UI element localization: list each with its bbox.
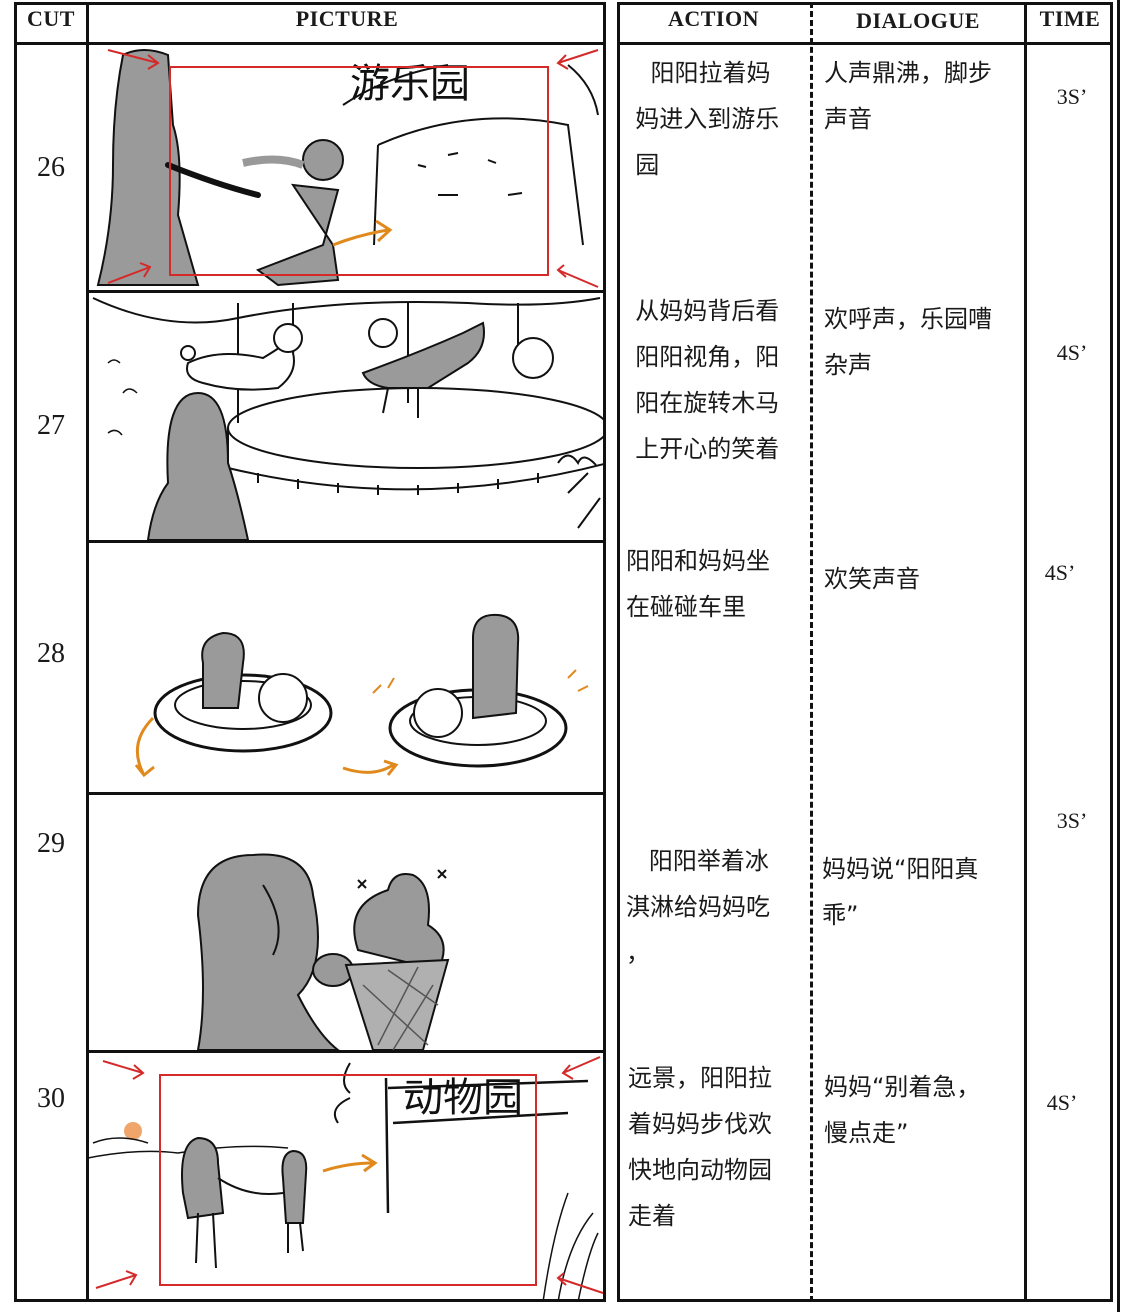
row-divider-26 (86, 290, 606, 293)
camera-frame (159, 1074, 537, 1286)
action-dialogue-divider (810, 2, 813, 1302)
girl-head (368, 318, 398, 348)
action-text: 阳阳举着冰 淇淋给妈妈吃 ， (626, 847, 770, 967)
girl-in-car (472, 613, 520, 720)
panel-27-sketch (88, 293, 606, 540)
horse-left (186, 329, 300, 391)
girl-figure (281, 1149, 308, 1224)
motion-arrow (342, 759, 399, 776)
sun (124, 1122, 142, 1140)
mother-face (196, 853, 340, 1050)
shot-duration: 4S’ (1044, 560, 1076, 585)
row-divider-27 (86, 540, 606, 543)
header-divider-left (14, 42, 606, 45)
cut-number: 29 (37, 828, 65, 859)
motion-arrow (332, 219, 393, 247)
row-divider-28 (86, 792, 606, 795)
action-text: 阳阳和妈妈坐 在碰碰车里 (626, 547, 770, 621)
girl-head (302, 139, 344, 181)
dialogue-text: 欢呼声，乐园嘈 杂声 (824, 305, 992, 379)
header-cut: CUT (27, 6, 75, 31)
action-table-frame (617, 2, 1113, 1302)
panel-26-sketch: 游乐园 (88, 45, 606, 290)
header-action: ACTION (667, 6, 759, 31)
header-dialogue: DIALOGUE (856, 8, 980, 33)
header-divider-right (617, 42, 1113, 45)
dialogue-text: 妈妈说“阳阳真 乖” (822, 855, 979, 929)
camera-frame (169, 66, 549, 276)
park-sign-text: 游乐园 (350, 61, 470, 107)
ice-cream-cone (344, 958, 450, 1050)
shot-duration: 3S’ (1056, 808, 1088, 833)
panel-28-sketch (88, 543, 606, 792)
action-text: 从妈妈背后看 阳阳视角，阳 阳在旋转木马 上开心的笑着 (635, 297, 780, 463)
dialogue-time-divider (1024, 2, 1027, 1302)
action-text: 远景，阳阳拉 着妈妈步伐欢 快地向动物园 走着 (628, 1064, 772, 1230)
dialogue-text: 人声鼎沸，脚步 声音 (824, 59, 992, 133)
girl-body (255, 183, 340, 287)
shot-duration: 4S’ (1056, 340, 1088, 365)
dialogue-text: 欢笑声音 (824, 565, 920, 593)
shot-duration: 4S’ (1046, 1090, 1078, 1115)
ice-cream-scoop (353, 873, 445, 972)
picture-table-frame (14, 2, 606, 1302)
zoo-sign (384, 1077, 589, 1214)
header-picture: PICTURE (295, 6, 399, 31)
action-text: 阳阳拉着妈 妈进入到游乐 园 (635, 59, 780, 179)
mother-figure (96, 49, 200, 286)
cut-number: 28 (37, 638, 65, 669)
mother-figure (181, 1136, 225, 1220)
page-edge-line (1117, 0, 1120, 1312)
header-time: TIME (1039, 6, 1101, 31)
panel-30-sketch: 动物园 (88, 1053, 606, 1302)
dialogue-text: 妈妈“别着急， 慢点走” (824, 1073, 981, 1147)
panel-29-sketch (88, 795, 606, 1050)
cut-number: 27 (37, 410, 65, 441)
shot-duration: 3S’ (1056, 84, 1088, 109)
motion-arrow (134, 716, 155, 778)
cut-number: 26 (37, 152, 65, 183)
row-divider-29 (86, 1050, 606, 1053)
motion-arrow (322, 1153, 378, 1173)
gate-outline (377, 117, 584, 246)
mother-from-behind (146, 391, 250, 540)
mother-in-car (201, 631, 245, 709)
zoo-sign-text: 动物园 (403, 1075, 523, 1121)
cut-column-divider (86, 2, 89, 1302)
horse-with-girl (361, 321, 485, 389)
cut-number: 30 (37, 1083, 65, 1114)
